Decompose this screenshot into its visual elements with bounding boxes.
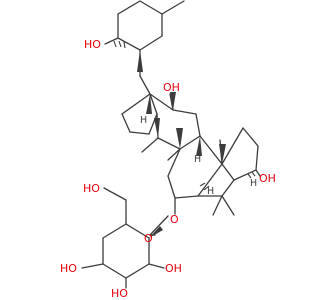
label-ho-c4: HO bbox=[60, 262, 77, 275]
atom-labels: HO OH OH O O HO HO HO OH H H H H bbox=[60, 38, 276, 300]
stereo-hashes bbox=[113, 40, 256, 191]
label-o-ring: O bbox=[144, 232, 153, 245]
label-h-5: H bbox=[207, 186, 214, 197]
label-h-9: H bbox=[194, 154, 201, 165]
label-h-8: H bbox=[140, 115, 147, 126]
label-oh-side-chain: HO bbox=[84, 38, 101, 51]
label-o-glycoside: O bbox=[170, 213, 179, 226]
sugar-ring bbox=[81, 187, 169, 289]
side-chain bbox=[117, 0, 185, 77]
label-oh-12: OH bbox=[163, 81, 180, 94]
label-h-3: H bbox=[250, 178, 257, 189]
structure-svg: HO OH OH O O HO HO HO OH H H H H bbox=[60, 0, 276, 300]
label-ho-c3: HO bbox=[111, 287, 128, 300]
label-ho-ch2: HO bbox=[83, 182, 100, 195]
molecule-diagram: HO OH OH O O HO HO HO OH H H H H bbox=[60, 0, 276, 300]
label-oh-c2: OH bbox=[165, 262, 182, 275]
substituent-bonds bbox=[104, 37, 261, 215]
stereo-wedges bbox=[137, 50, 226, 238]
label-oh-3: OH bbox=[259, 172, 276, 185]
ring-bonds bbox=[121, 75, 259, 199]
